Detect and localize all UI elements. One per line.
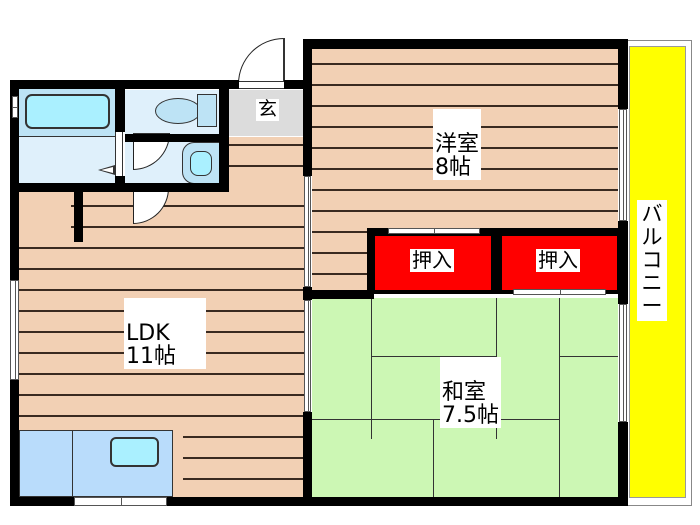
tatami-line <box>372 356 497 357</box>
wall-top-right <box>303 39 628 49</box>
entrance-door-sill <box>238 81 285 89</box>
western-room-name: 洋室 <box>435 132 480 158</box>
tatami-line <box>433 419 434 498</box>
balcony-label: バルコニー <box>637 200 667 321</box>
closet-2-label: 押入 <box>536 248 580 272</box>
japanese-room-balcony-window[interactable] <box>619 304 627 422</box>
wall-middle-top <box>303 39 312 176</box>
hallway-floor <box>229 137 304 191</box>
ldk-floor-patch <box>173 430 183 497</box>
western-room-size: 8帖 <box>435 155 471 181</box>
tatami-line <box>559 356 618 357</box>
kitchen-sink-icon <box>110 437 159 467</box>
wall-middle-bottom <box>303 412 312 506</box>
wall-left-bottom <box>10 380 19 506</box>
japanese-room-sliding-door[interactable] <box>304 300 311 412</box>
kitchen-divider <box>72 430 73 497</box>
wall-toilet-wash <box>125 134 222 142</box>
laundry-patch <box>19 188 71 246</box>
toilet-tank-icon <box>197 94 217 127</box>
wall-bottom-right <box>167 497 628 506</box>
wall-laundry-stub <box>74 188 83 242</box>
wall-bottom-left <box>10 497 74 506</box>
ldk-left-window[interactable] <box>10 280 19 380</box>
closet-1-sliding-door[interactable] <box>388 228 480 234</box>
wall-room-divider <box>303 290 374 299</box>
wall-left-mid <box>10 174 19 280</box>
bathtub-icon <box>25 94 110 129</box>
western-room-sliding-door[interactable] <box>304 176 311 287</box>
ldk-name: LDK <box>126 321 170 347</box>
entrance-label: 玄 <box>256 98 280 121</box>
wall-left-top <box>10 80 19 174</box>
tatami-line <box>559 298 560 498</box>
wall-right-top <box>618 39 628 109</box>
ldk-size: 11帖 <box>126 344 176 370</box>
entrance-door-leaf <box>283 38 285 84</box>
wall-bath-toilet <box>115 80 125 132</box>
entrance-door[interactable] <box>238 38 284 84</box>
closet-1-label: 押入 <box>410 248 454 272</box>
wall-right-bottom <box>618 422 628 506</box>
tatami-line <box>371 298 372 439</box>
japanese-room-size: 7.5帖 <box>442 403 499 429</box>
wall-wet-right <box>219 80 229 192</box>
bathroom-window[interactable] <box>12 96 18 118</box>
closet-2-sliding-door[interactable] <box>513 289 606 295</box>
japanese-room-name: 和室 <box>442 380 487 406</box>
wall-top-left-2 <box>284 80 306 89</box>
tatami-line <box>312 419 559 420</box>
bath-door-triangle-fill <box>101 167 113 173</box>
wall-bath-wash-lower <box>115 176 125 190</box>
wall-right-mid <box>618 221 628 304</box>
kitchen-window[interactable] <box>74 497 167 506</box>
toilet-bowl-icon <box>155 98 201 124</box>
bath-door[interactable] <box>115 131 123 177</box>
western-room-balcony-window[interactable] <box>619 109 627 221</box>
washbasin-icon <box>190 151 212 176</box>
